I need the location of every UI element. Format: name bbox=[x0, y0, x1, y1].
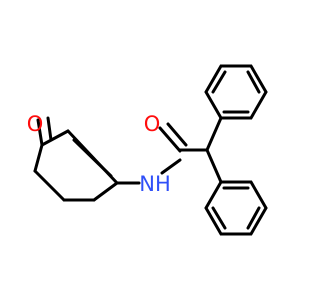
n-c-bond bbox=[160, 158, 182, 175]
amide-oxygen-label: O bbox=[144, 112, 161, 136]
amide-double-bond bbox=[158, 126, 182, 153]
upper-phenyl-double-bond bbox=[246, 70, 261, 94]
ketone-double-bond-inner bbox=[46, 116, 53, 142]
ring-bond bbox=[92, 181, 119, 202]
molecule-structure: O O NH bbox=[27, 64, 268, 236]
upper-phenyl-hexagon bbox=[204, 64, 268, 120]
benzhydryl-bonds bbox=[205, 116, 223, 184]
ring-bond bbox=[40, 129, 70, 147]
ch-to-upper-phenyl-bond bbox=[205, 116, 223, 152]
ch-to-lower-phenyl-bond bbox=[205, 148, 223, 184]
lower-phenyl-ring bbox=[204, 180, 268, 236]
molecule-diagram: O O NH bbox=[26, 64, 268, 236]
amide-linkage bbox=[115, 122, 209, 185]
lower-phenyl-hexagon bbox=[204, 180, 268, 236]
upper-phenyl-ring bbox=[204, 64, 268, 120]
amide-nitrogen-label: NH bbox=[139, 172, 171, 196]
ring-double-bond-inner bbox=[72, 138, 113, 178]
lower-phenyl-double-bond bbox=[211, 206, 227, 230]
ketone-double-bond bbox=[36, 118, 44, 147]
cyclohexenone-ring bbox=[33, 116, 119, 202]
ketone-oxygen-label: O bbox=[27, 112, 44, 136]
upper-phenyl-double-bond bbox=[211, 70, 227, 94]
amide-double-bond-inner bbox=[166, 122, 188, 147]
lower-phenyl-double-bond bbox=[246, 206, 261, 230]
ring-bond bbox=[33, 143, 44, 173]
ring-bond bbox=[33, 169, 66, 202]
